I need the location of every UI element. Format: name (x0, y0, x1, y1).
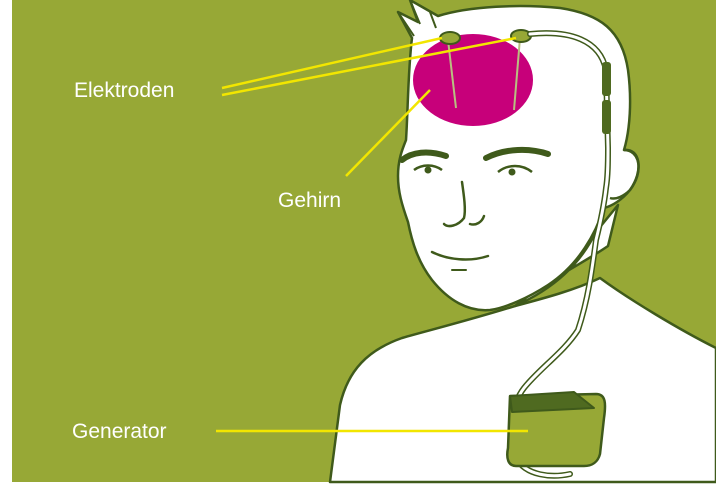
label-electrodes: Elektroden (74, 80, 174, 101)
brain-ellipse (413, 34, 533, 126)
pupil-left (425, 167, 432, 174)
label-brain: Gehirn (278, 190, 341, 211)
electrode-cap-left (440, 32, 460, 44)
cable-connector-upper (602, 62, 611, 96)
label-generator: Generator (72, 421, 167, 442)
pupil-right (509, 169, 516, 176)
cable-connector-lower (602, 100, 611, 134)
